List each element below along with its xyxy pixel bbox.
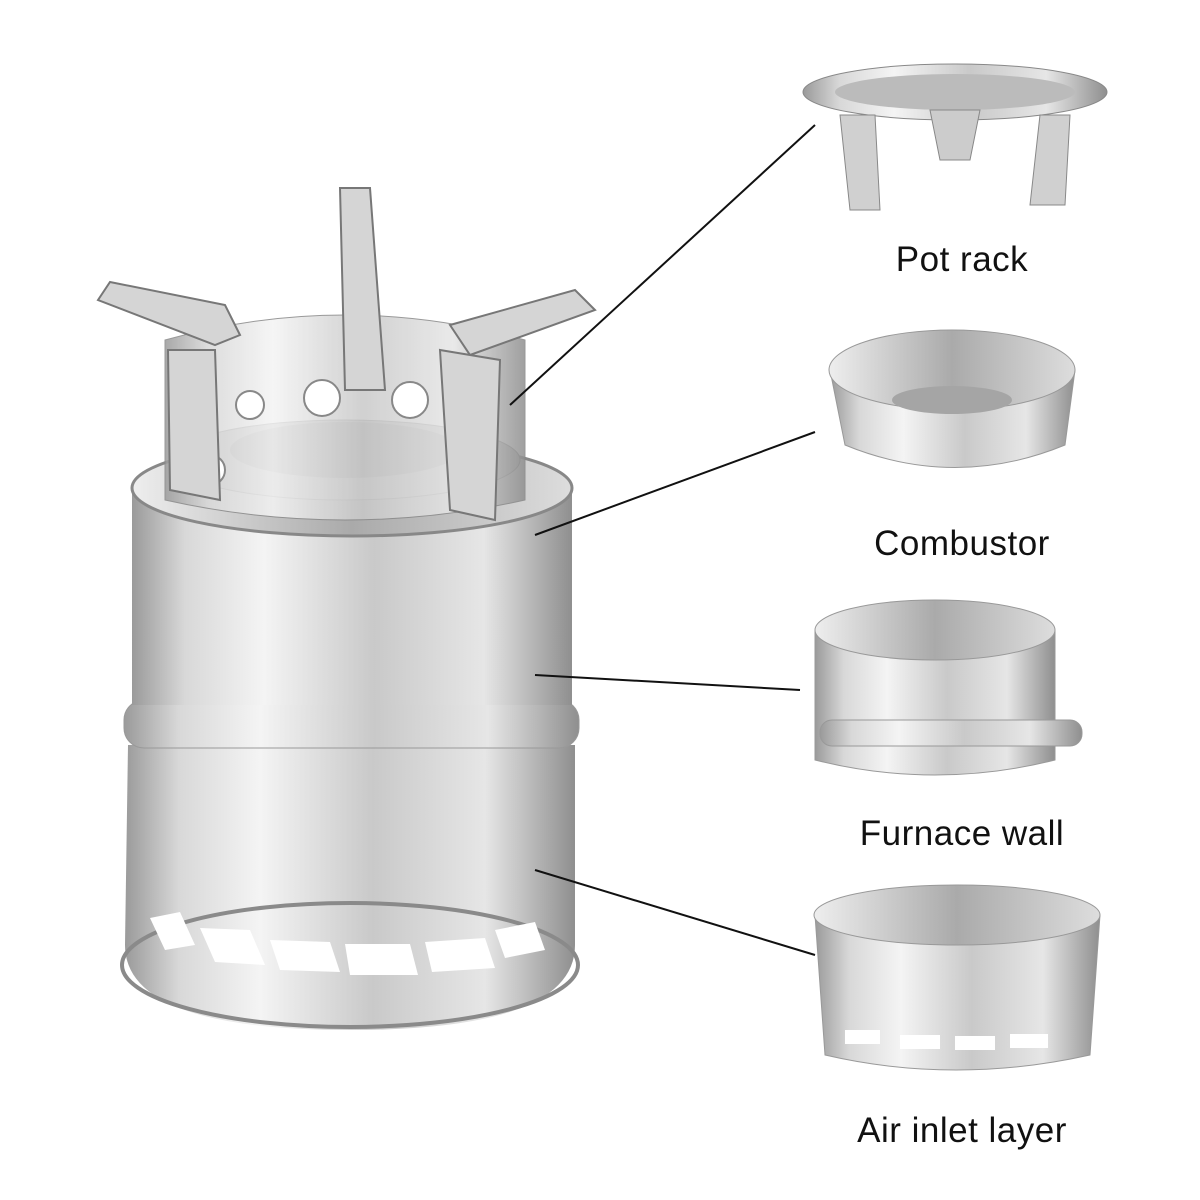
pot-rack-cylinder <box>164 314 526 521</box>
furnace-wall-section <box>132 488 572 705</box>
air-vents <box>150 912 545 975</box>
label-pot-rack: Pot rack <box>895 240 1029 279</box>
leader-line-pot-rack <box>509 124 816 406</box>
label-air-inlet-layer: Air inlet layer <box>857 1111 1067 1150</box>
furnace-ring <box>123 699 580 749</box>
furnace-wall-part <box>814 599 1083 776</box>
air-inlet-part <box>813 884 1101 1071</box>
pot-rack-arms <box>96 187 597 522</box>
label-combustor: Combustor <box>874 524 1050 563</box>
leader-lines <box>509 124 816 956</box>
label-furnace-wall: Furnace wall <box>859 814 1065 853</box>
leader-line-air-inlet <box>534 869 816 956</box>
combustor-part <box>828 329 1076 468</box>
air-inlet-section <box>125 745 575 1030</box>
leader-line-furnace-wall <box>534 674 801 691</box>
pot-rack-part <box>802 63 1108 211</box>
leader-line-combustor <box>534 431 816 536</box>
assembled-stove <box>96 187 597 1030</box>
